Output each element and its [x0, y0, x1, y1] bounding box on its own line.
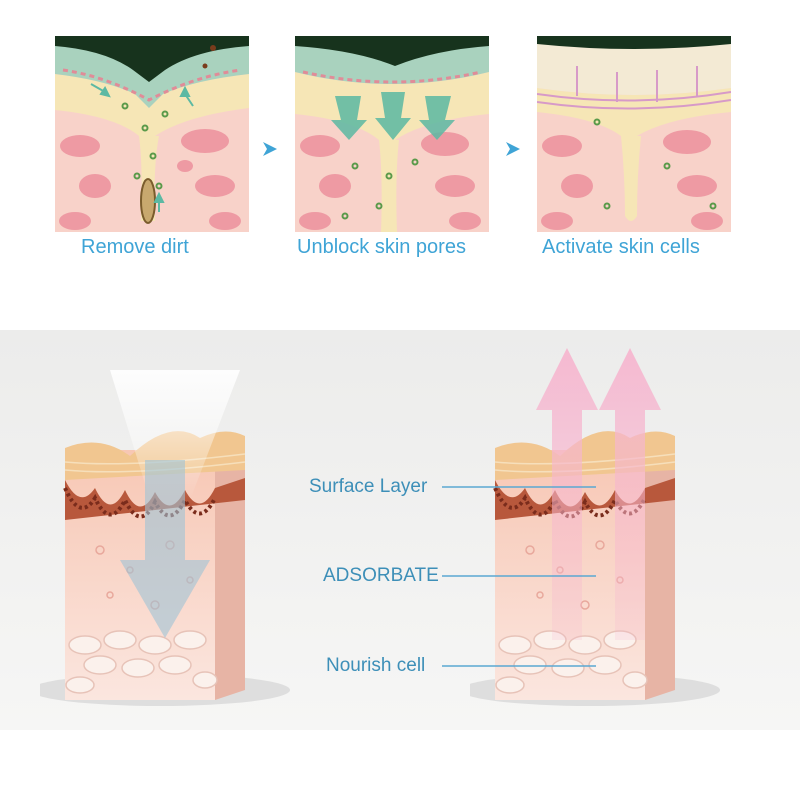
skin-block-release: [470, 348, 720, 706]
step-label-activate-cells: Activate skin cells: [542, 236, 700, 258]
label-adsorbate: ADSORBATE: [323, 565, 439, 586]
activate-cells-panel: [537, 36, 731, 232]
step-label-unblock-pores: Unblock skin pores: [297, 236, 466, 258]
step-arrow-2-icon: [506, 142, 520, 156]
unblock-pores-panel: [295, 36, 489, 232]
remove-dirt-panel: [55, 36, 249, 232]
label-nourish-cell: Nourish cell: [326, 655, 426, 676]
step-label-remove-dirt: Remove dirt: [81, 236, 189, 258]
step-arrow-1-icon: [263, 142, 277, 156]
skin-block-absorption: [40, 370, 290, 706]
label-surface-layer: Surface Layer: [309, 476, 428, 497]
